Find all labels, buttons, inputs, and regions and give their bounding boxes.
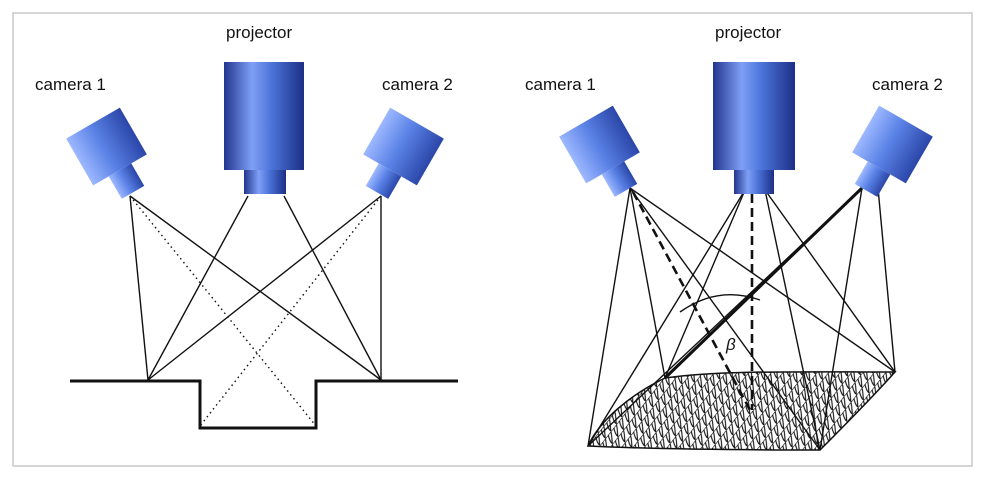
left-step-object (70, 379, 458, 430)
left-camera1-label: camera 1 (35, 75, 106, 94)
right-panel: projector camera 1 camera 2 β (525, 23, 943, 451)
left-light-rays (129, 195, 382, 381)
right-angle-label: β (725, 335, 736, 354)
right-camera2-label: camera 2 (872, 75, 943, 94)
right-projector-icon (713, 62, 795, 194)
right-angle-arc (679, 294, 761, 313)
right-camera1-label: camera 1 (525, 75, 596, 94)
left-camera1-icon (66, 107, 147, 199)
right-camera1-icon (559, 105, 640, 197)
right-projector-label: projector (715, 23, 781, 42)
right-light-rays (587, 186, 896, 451)
left-camera2-label: camera 2 (382, 75, 453, 94)
left-occluded-rays (129, 195, 382, 427)
right-triangulation-rays (631, 191, 754, 411)
left-projector-icon (224, 62, 304, 194)
left-panel: projector camera 1 camera 2 (35, 23, 458, 430)
left-projector-label: projector (226, 23, 292, 42)
right-camera2-icon (852, 105, 933, 197)
left-camera2-icon (363, 107, 444, 199)
